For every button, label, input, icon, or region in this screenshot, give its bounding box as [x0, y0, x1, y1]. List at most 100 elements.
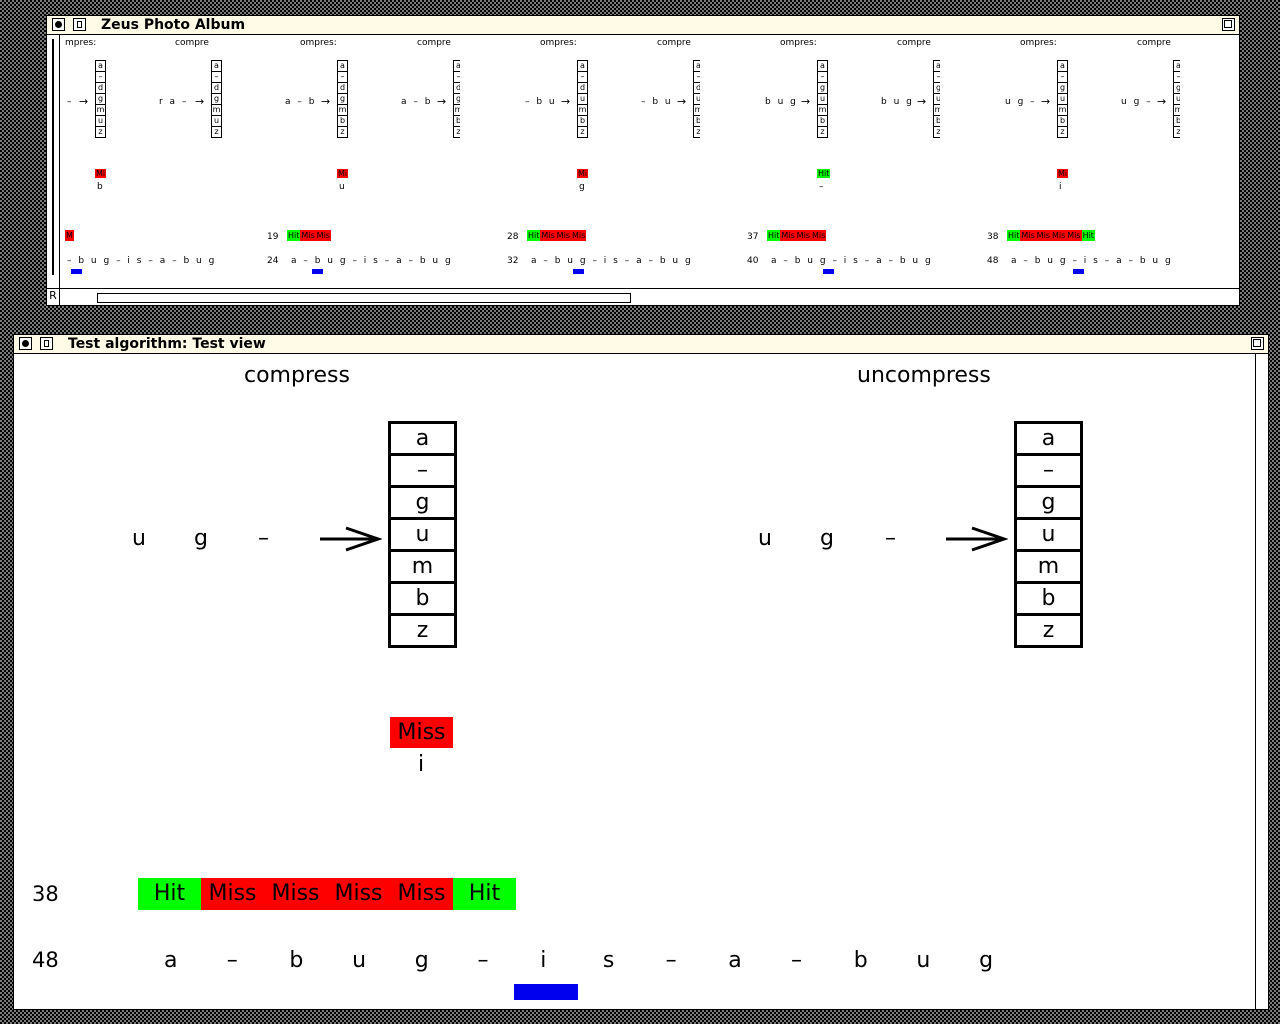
zoom-box-icon[interactable] — [1222, 18, 1235, 31]
pane-position: 40 — [747, 256, 759, 266]
pane-stack-cell: z — [214, 127, 219, 136]
pane-stack-cell: m — [338, 105, 347, 116]
pane-stack-cell: b — [454, 116, 460, 127]
compress-stack: a – g u m b z — [388, 421, 457, 648]
pane-result-char: b — [97, 182, 103, 192]
count-label: 38 — [32, 882, 59, 906]
pane-arrow-icon: → — [677, 95, 687, 108]
result-char: i — [418, 752, 425, 777]
pane-history-segment: Hit — [1007, 230, 1021, 241]
history-segment: Miss — [327, 878, 390, 910]
uncompress-input-char: g — [820, 526, 834, 551]
pane-input: b u g — [881, 97, 914, 107]
pane-history-segment: Mis — [1050, 230, 1067, 241]
sequence-char: – — [477, 948, 489, 973]
pane-history-segment: Mis — [555, 230, 571, 241]
pane-history-segment: Hit — [527, 230, 541, 241]
pane-stack-cell: u — [1058, 94, 1067, 105]
pane-stack-cell: z — [820, 127, 825, 136]
pane-stack-cell: m — [1058, 105, 1067, 116]
pane-stack-cell: b — [818, 116, 827, 127]
pane-stack-cell: z — [340, 127, 345, 136]
pane-stack-cell: g — [1058, 83, 1067, 94]
stack-cell: g — [1017, 488, 1080, 520]
sequence-char: – — [791, 948, 802, 973]
stack-cell: u — [391, 520, 454, 552]
zoom-box-icon[interactable] — [1251, 337, 1264, 350]
pane-stack-cell: d — [578, 83, 587, 94]
stack-cell: – — [391, 456, 454, 488]
stack-cell: m — [391, 552, 454, 584]
pane-stack-cell: z — [580, 127, 585, 136]
pane-input: – b u — [525, 97, 557, 107]
window-menu-icon[interactable] — [40, 337, 53, 350]
pane-stack-cell: g — [338, 94, 347, 105]
close-box-icon[interactable] — [19, 337, 32, 350]
pane-stack-cell: – — [694, 72, 700, 83]
pane-stack-cell: z — [934, 127, 940, 137]
pane-history-segment: M — [65, 230, 74, 241]
pane-arrow-icon: → — [79, 95, 89, 108]
pane-stack-cell: u — [818, 94, 827, 105]
pane-history-segment: Mis — [1035, 230, 1051, 241]
compress-input-char: u — [132, 526, 146, 551]
pane-stack-cell: u — [96, 116, 105, 127]
pane-input: a – b — [285, 97, 317, 107]
sequence-char: u — [916, 948, 931, 973]
pane-head-right: compre — [175, 38, 209, 48]
pane-input: – — [67, 97, 74, 107]
pane-stack-cell: u — [934, 94, 940, 105]
pane-result-char: – — [819, 182, 824, 192]
test-view-titlebar[interactable]: Test algorithm: Test view — [14, 335, 1268, 354]
pane-arrow-icon: → — [195, 95, 205, 108]
pane-stack-cell: d — [212, 83, 221, 94]
pane-position: 24 — [267, 256, 279, 266]
pane-arrow-icon: → — [1041, 95, 1051, 108]
sequence-char: a — [164, 948, 178, 973]
pane-history-segment: Hit — [287, 230, 301, 241]
pane-sequence: – b u g – i s – a – b u g — [67, 256, 217, 266]
pane-head-right: compre — [417, 38, 451, 48]
sequence-char: a — [728, 948, 742, 973]
pane-stack-cell: u — [1174, 94, 1180, 105]
sequence-char: – — [226, 948, 238, 973]
sequence-char: s — [602, 948, 615, 973]
pane-arrow-icon: → — [561, 95, 571, 108]
compress-input-char: – — [258, 526, 269, 551]
history-segment: Miss — [264, 878, 327, 910]
pane-history-bar: M — [65, 230, 74, 241]
pane-position-marker — [823, 269, 834, 274]
pane-input: – b u — [641, 97, 673, 107]
stack-cell: a — [1017, 424, 1080, 456]
pane-head-left: ompres: — [540, 38, 577, 48]
pane-arrow-icon: → — [437, 95, 447, 108]
pane-input: b u g — [765, 97, 798, 107]
history-segment: Miss — [201, 878, 264, 910]
photo-album-titlebar[interactable]: Zeus Photo Album — [47, 16, 1239, 35]
pane-stack-cell: m — [694, 105, 700, 116]
compress-input-char: g — [194, 526, 208, 551]
sequence-char: g — [414, 948, 429, 973]
album-scroll-thumb[interactable] — [97, 293, 631, 303]
window-menu-icon[interactable] — [73, 18, 86, 31]
pane-stack-cell: z — [1060, 127, 1065, 136]
close-box-icon[interactable] — [52, 18, 65, 31]
stack-cell: g — [391, 488, 454, 520]
pane-stack-cell: z — [454, 127, 460, 137]
pane-head-left: ompres: — [300, 38, 337, 48]
pane-stack-cell: – — [1174, 72, 1180, 83]
album-horizontal-scrollbar[interactable]: R — [47, 288, 1239, 305]
pane-stack-cell: g — [818, 83, 827, 94]
compress-arrow-icon — [320, 526, 382, 552]
current-position-marker — [514, 984, 579, 1000]
